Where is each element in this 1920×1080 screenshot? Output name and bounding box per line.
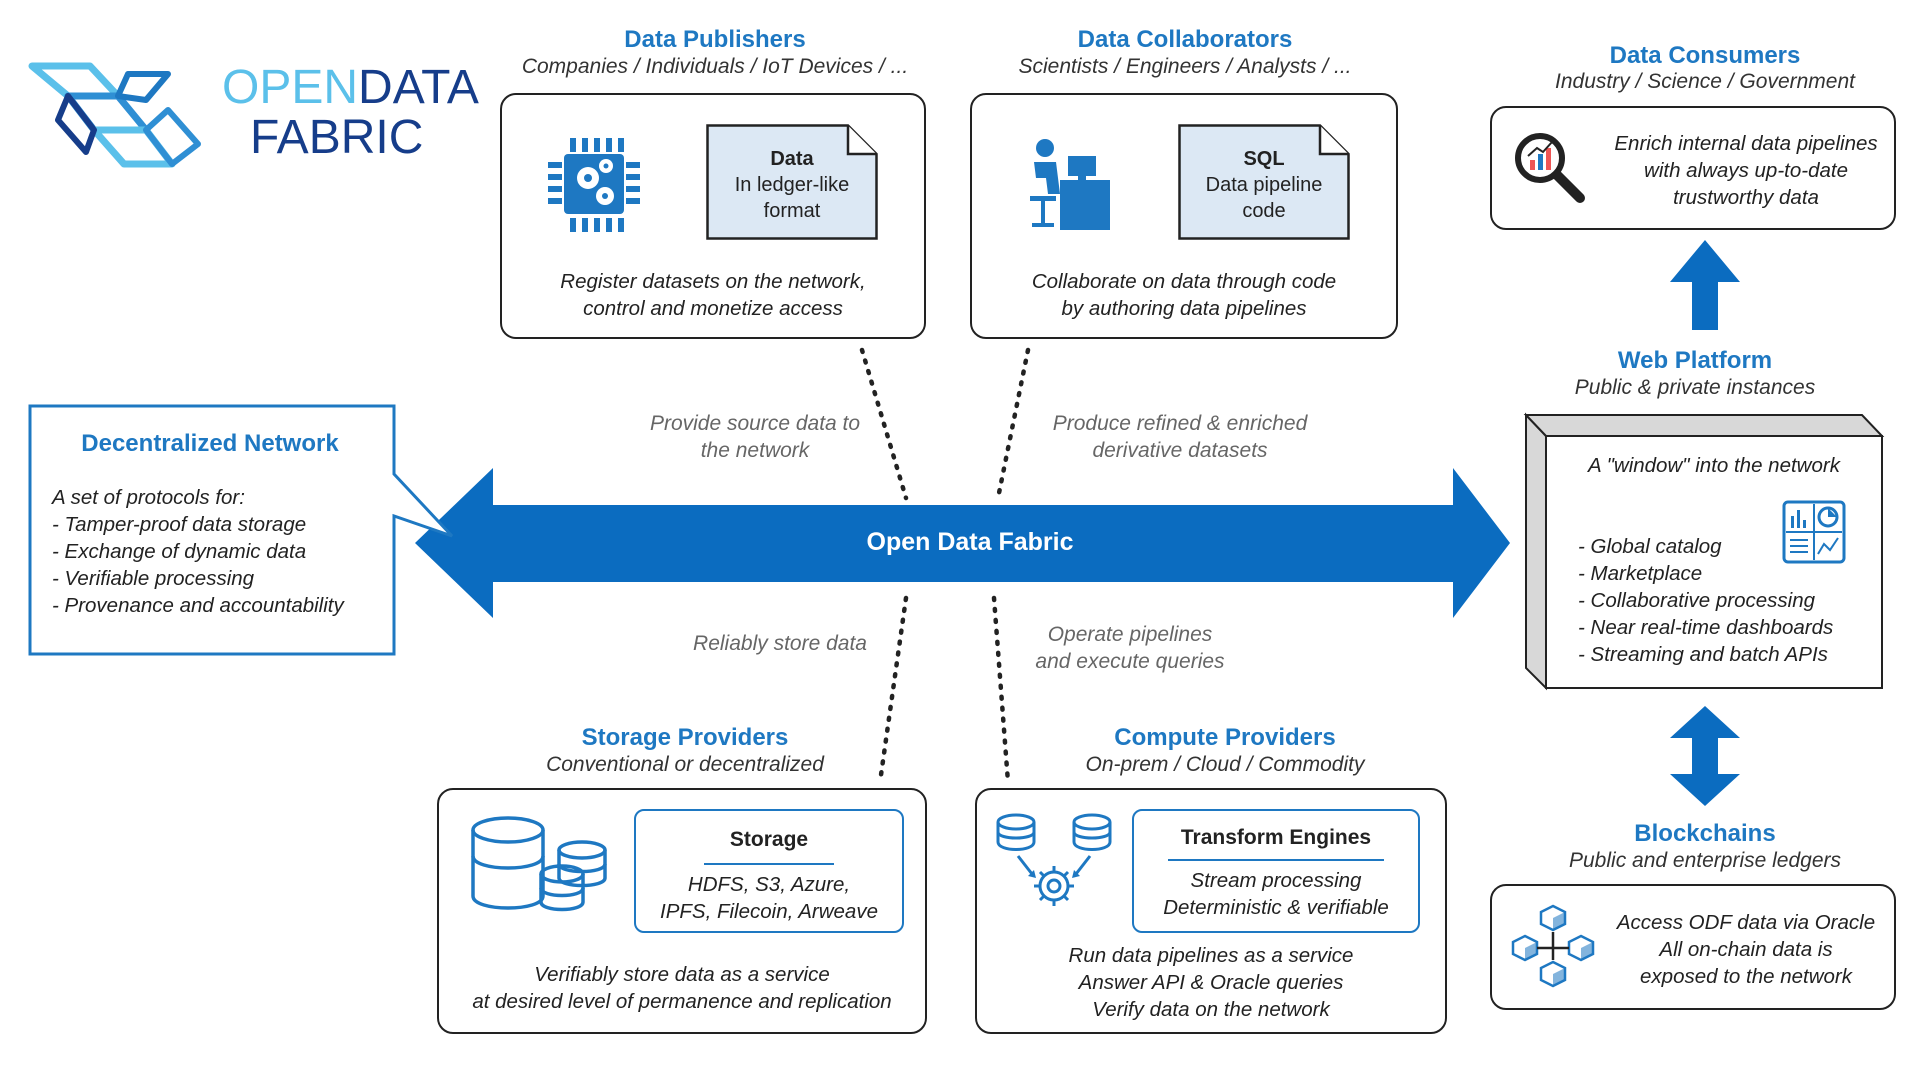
storage-inner-title: Storage — [729, 828, 809, 851]
publishers-document-text: Data In ledger-like format — [706, 146, 878, 224]
consumers-line-1: Enrich internal data pipelines — [1614, 132, 1878, 155]
web-blockchain-double-arrow — [1670, 706, 1740, 806]
collaborators-document: SQL Data pipeline code — [1178, 124, 1350, 240]
consumers-up-arrow — [1670, 240, 1740, 330]
dashboard-icon — [1782, 500, 1846, 564]
web-title: Web Platform — [1617, 347, 1773, 374]
publishers-doc-line2: format — [763, 200, 821, 222]
compute-inner-line-2: Deterministic & verifiable — [1163, 896, 1389, 919]
open-data-fabric-label: Open Data Fabric — [866, 528, 1074, 556]
web-subtitle: Public & private instances — [1574, 376, 1816, 399]
storage-inner-divider — [704, 863, 834, 865]
web-item-4: - Streaming and batch APIs — [1578, 643, 1828, 666]
blockchain-cubes-icon — [1511, 904, 1595, 988]
consumers-box — [1490, 106, 1896, 230]
logo-word-fabric: FABRIC — [250, 111, 424, 164]
compute-inner-line-1: Stream processing — [1190, 869, 1362, 892]
web-item-2: - Collaborative processing — [1578, 589, 1816, 612]
web-item-1: - Marketplace — [1578, 562, 1703, 585]
transform-gears-icon — [996, 813, 1112, 906]
compute-desc-1: Run data pipelines as a service — [1068, 944, 1354, 967]
compute-inner-divider — [1168, 859, 1384, 861]
network-title: Decentralized Network — [81, 430, 339, 457]
web-item-0: - Global catalog — [1578, 535, 1722, 558]
connector-compute — [991, 595, 1011, 785]
collaborators-desc-1: Collaborate on data through code — [1031, 270, 1337, 293]
compute-link-1: Operate pipelines — [1047, 623, 1213, 646]
connector-collaborators — [995, 347, 1031, 501]
collaborators-subtitle: Scientists / Engineers / Analysts / ... — [1018, 55, 1352, 78]
network-item-0: - Tamper-proof data storage — [52, 513, 307, 536]
compute-title: Compute Providers — [1114, 724, 1336, 751]
publishers-doc-heading: Data — [770, 148, 814, 170]
collaborators-document-icon — [1178, 124, 1350, 240]
magnifier-chart-icon — [1515, 133, 1585, 203]
consumers-line-2: with always up-to-date — [1644, 159, 1848, 182]
storage-title: Storage Providers — [581, 724, 789, 751]
collaborators-document-text: SQL Data pipeline code — [1178, 146, 1350, 224]
web-heading: A "window" into the network — [1588, 454, 1840, 477]
blockchains-line-1: Access ODF data via Oracle — [1616, 911, 1876, 934]
blockchains-subtitle: Public and enterprise ledgers — [1569, 849, 1841, 872]
logo-word-data: DATA — [358, 61, 479, 114]
publishers-document-icon — [706, 124, 878, 240]
collaborators-doc-line2: code — [1242, 200, 1286, 222]
collaborators-link-1: Produce refined & enriched — [1052, 412, 1308, 435]
compute-desc-2: Answer API & Oracle queries — [1078, 971, 1344, 994]
connector-publishers — [859, 347, 909, 501]
collaborators-doc-line1: Data pipeline — [1205, 174, 1323, 196]
network-item-3: - Provenance and accountability — [52, 594, 344, 617]
storage-inner-line-2: IPFS, Filecoin, Arweave — [660, 900, 878, 923]
storage-inner-line-1: HDFS, S3, Azure, — [687, 873, 851, 896]
logo-wordmark: OPENDATA — [222, 62, 479, 114]
publishers-desc-2: control and monetize access — [583, 297, 843, 320]
storage-subtitle: Conventional or decentralized — [546, 753, 824, 776]
collaborators-doc-heading: SQL — [1243, 148, 1285, 170]
publishers-title: Data Publishers — [624, 26, 806, 53]
blockchains-line-3: exposed to the network — [1640, 965, 1852, 988]
collaborators-title: Data Collaborators — [1077, 26, 1293, 53]
compute-subtitle: On-prem / Cloud / Commodity — [1085, 753, 1365, 776]
storage-desc-1: Verifiably store data as a service — [534, 963, 830, 986]
compute-inner-title: Transform Engines — [1180, 826, 1372, 849]
consumers-title: Data Consumers — [1609, 42, 1801, 69]
storage-link: Reliably store data — [693, 632, 867, 655]
compute-link-2: and execute queries — [1035, 650, 1225, 673]
publishers-doc-line1: In ledger-like — [734, 174, 850, 196]
web-item-3: - Near real-time dashboards — [1578, 616, 1834, 639]
network-item-1: - Exchange of dynamic data — [52, 540, 307, 563]
publishers-subtitle: Companies / Individuals / IoT Devices / … — [521, 55, 909, 78]
collaborators-desc-2: by authoring data pipelines — [1061, 297, 1307, 320]
compute-inner-box: Transform Engines Stream processing Dete… — [1132, 809, 1420, 933]
storage-inner-box: Storage HDFS, S3, Azure, IPFS, Filecoin,… — [634, 809, 904, 933]
collaborators-link-2: derivative datasets — [1092, 439, 1268, 462]
database-icon — [471, 816, 607, 912]
chip-gears-icon — [548, 138, 640, 232]
consumers-subtitle: Industry / Science / Government — [1555, 70, 1855, 93]
consumers-line-3: trustworthy data — [1673, 186, 1819, 209]
network-item-2: - Verifiable processing — [52, 567, 255, 590]
compute-desc-3: Verify data on the network — [1092, 998, 1330, 1021]
connector-storage — [877, 595, 909, 785]
logo-word-open: OPEN — [222, 61, 359, 114]
publishers-desc-1: Register datasets on the network, — [560, 270, 866, 293]
odf-logo-icon — [28, 62, 201, 168]
storage-desc-2: at desired level of permanence and repli… — [472, 990, 892, 1013]
blockchains-title: Blockchains — [1634, 820, 1776, 847]
publishers-link-1: Provide source data to — [649, 412, 861, 435]
person-at-desk-icon — [1030, 139, 1110, 230]
publishers-document: Data In ledger-like format — [706, 124, 878, 240]
network-intro: A set of protocols for: — [52, 486, 245, 509]
publishers-link-2: the network — [700, 439, 810, 462]
blockchains-line-2: All on-chain data is — [1659, 938, 1833, 961]
